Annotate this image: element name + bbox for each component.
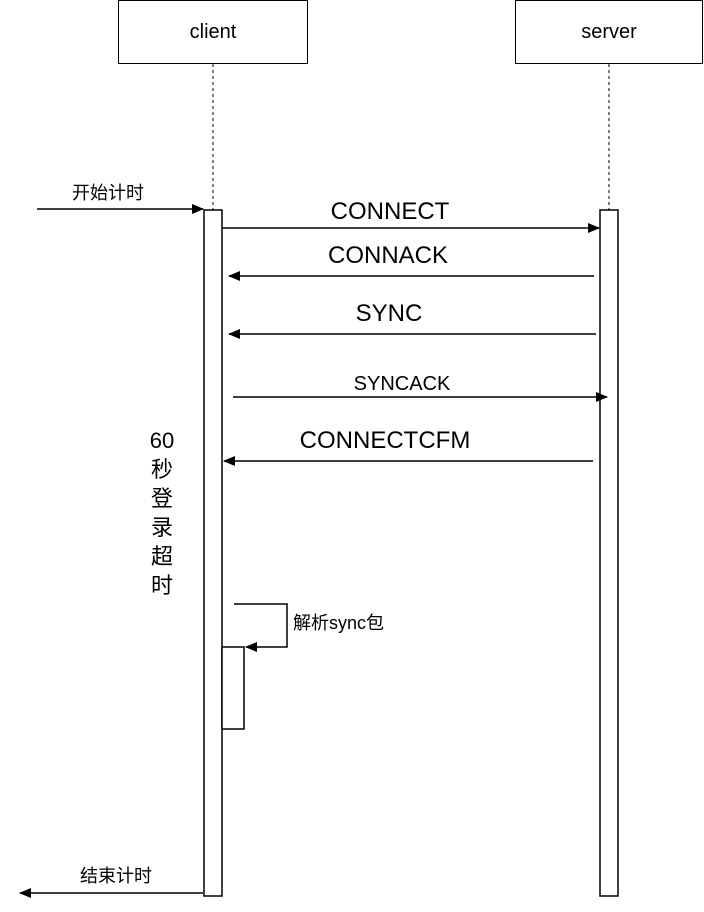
self-message-label: 解析sync包 xyxy=(293,613,384,633)
client-participant-label: client xyxy=(189,20,237,43)
client-participant-box: client xyxy=(118,0,308,64)
server-participant-box: server xyxy=(515,0,703,64)
end-timer-label: 结束计时 xyxy=(80,866,152,886)
connack-label: CONNACK xyxy=(328,242,448,269)
connect-label: CONNECT xyxy=(331,198,450,225)
server-participant-label: server xyxy=(581,20,637,43)
server-activation-bar xyxy=(599,209,619,897)
connectcfm-label: CONNECTCFM xyxy=(300,427,471,454)
sync-label: SYNC xyxy=(356,300,423,327)
syncack-label: SYNCACK xyxy=(354,373,451,395)
start-timer-label: 开始计时 xyxy=(72,183,144,203)
client-activation-bar xyxy=(203,209,223,897)
self-message-arrow xyxy=(234,603,288,652)
nested-activation-bar xyxy=(221,646,245,730)
timeout-label: 60 秒 登 录 超 时 xyxy=(149,428,175,598)
